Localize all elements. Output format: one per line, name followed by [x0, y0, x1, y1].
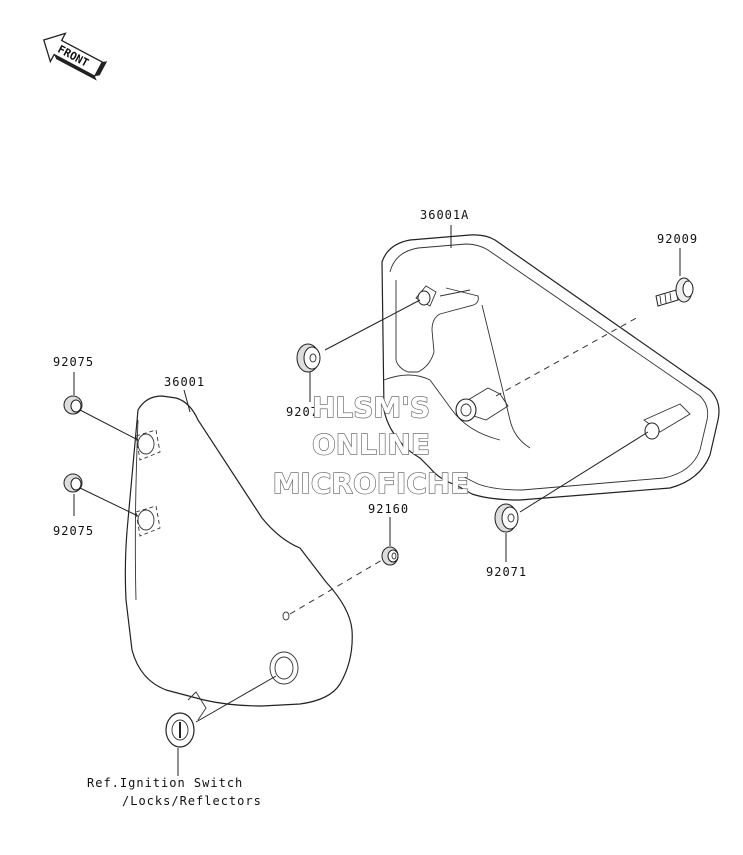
part-label-92009: 92009 [657, 232, 698, 246]
part-label-92075-upper: 92075 [53, 355, 94, 369]
grommet-92071-upper-icon [296, 343, 321, 373]
part-label-92075-lower: 92075 [53, 524, 94, 538]
leader-lines [73, 225, 681, 776]
side-cover-right [381, 234, 720, 501]
grommet-92075-upper-icon [63, 395, 83, 415]
watermark-line1: HLSM'S [312, 391, 430, 424]
part-label-36001: 36001 [164, 375, 205, 389]
bolt-92009-icon [655, 277, 694, 307]
collar-92160-icon [381, 546, 399, 566]
watermark-line3: MICROFICHE [273, 467, 470, 500]
grommet-92071-lower-icon [494, 503, 519, 533]
reference-note-line2: /Locks/Reflectors [122, 794, 262, 808]
lock-cylinder-icon [165, 691, 207, 748]
part-label-9207x: 9207 [286, 405, 319, 419]
grommet-92075-lower-icon [63, 473, 83, 493]
part-label-92071: 92071 [486, 565, 527, 579]
front-arrow-icon: FRONT [42, 32, 108, 81]
watermark-line2: ONLINE [312, 428, 430, 461]
part-label-36001A: 36001A [420, 208, 469, 222]
part-label-92160: 92160 [368, 502, 409, 516]
reference-note-line1: Ref.Ignition Switch [87, 776, 243, 790]
